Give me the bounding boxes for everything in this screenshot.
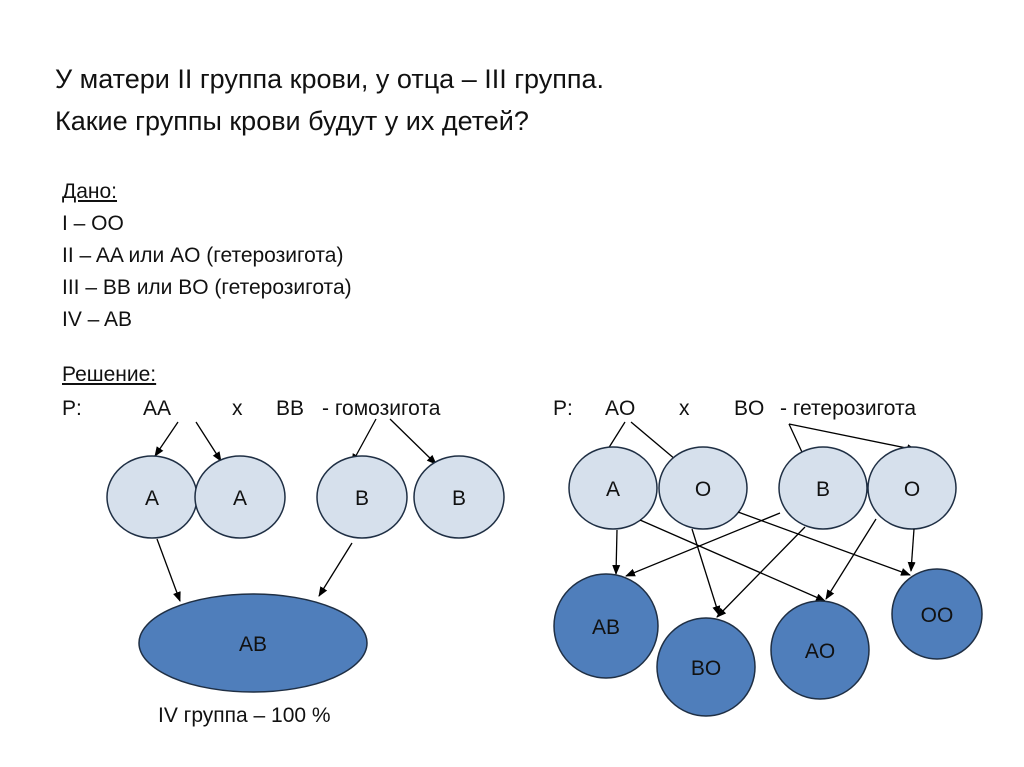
left-offspring: AB	[138, 593, 368, 693]
offspring-label: AB	[239, 633, 267, 656]
gamete-label: B	[816, 478, 830, 501]
offspring-circle	[891, 568, 983, 660]
arrow-bb-to-b2	[389, 418, 437, 465]
given-line-1: I – OO	[62, 212, 124, 235]
right-cross-symbol: x	[679, 397, 690, 420]
offspring-label: BO	[691, 657, 721, 680]
offspring-circle	[770, 600, 870, 700]
arrow-o-to-oo	[907, 528, 916, 572]
given-line-3: III – BB или BO (гетерозигота)	[62, 276, 352, 299]
left-cross-symbol: x	[232, 397, 243, 420]
gamete-circle	[316, 455, 408, 539]
gamete-label: O	[904, 478, 920, 501]
gamete-circle	[867, 446, 957, 530]
right-note: - гетерозигота	[780, 397, 916, 420]
left-result: IV группа – 100 %	[158, 704, 331, 727]
given-label: Дано:	[62, 180, 118, 203]
arrow-o-to-oo	[737, 511, 911, 576]
gamete-label: A	[606, 478, 620, 501]
gamete-label: B	[355, 487, 369, 510]
gamete-label: A	[233, 487, 247, 510]
gamete-label: B	[452, 487, 466, 510]
left-cross: P: AA x BB - гомозигота	[62, 397, 441, 420]
arrow-a-to-ao	[639, 519, 826, 602]
offspring-label: OO	[921, 604, 954, 627]
left-offspring-arrows	[156, 538, 353, 602]
problem-line-2: Какие группы крови будут у их детей?	[55, 106, 529, 136]
offspring-circle	[553, 573, 659, 679]
solution-label: Решение:	[62, 363, 157, 386]
gamete-label: A	[145, 487, 159, 510]
left-mother-genotype: AA	[143, 397, 171, 420]
offspring-circle	[656, 617, 756, 717]
offspring-ellipse	[138, 593, 368, 693]
gamete-circle	[778, 446, 868, 530]
gamete-circle	[568, 446, 658, 530]
right-mother-genotype: AO	[605, 397, 635, 420]
gamete-circle	[194, 455, 286, 539]
left-father-genotype: BB	[276, 397, 304, 420]
arrow-bo-to-o	[788, 423, 917, 453]
right-father-genotype: BO	[734, 397, 764, 420]
left-p-label: P:	[62, 397, 82, 420]
offspring-label: AO	[805, 640, 835, 663]
right-parent-arrows	[602, 421, 917, 466]
arrow-b-to-ab	[318, 542, 353, 597]
gamete-circle	[658, 446, 748, 530]
left-gametes: A A B B	[106, 455, 505, 539]
right-offspring-arrows	[612, 511, 916, 618]
left-note: - гомозигота	[322, 397, 441, 420]
right-p-label: P:	[553, 397, 573, 420]
given-line-2: II – AA или AO (гетерозигота)	[62, 244, 344, 267]
gamete-circle	[413, 455, 505, 539]
right-cross: P: AO x BO - гетерозигота	[553, 397, 916, 420]
arrow-b-to-ab	[625, 512, 781, 577]
gamete-label: O	[695, 478, 711, 501]
offspring-label: AB	[592, 616, 620, 639]
given-block: Дано: I – OO II – AA или AO (гетерозигот…	[62, 176, 352, 336]
right-offspring: AB BO AO OO	[553, 568, 983, 717]
arrow-a-to-ab	[156, 538, 181, 602]
right-gametes: A O B O	[568, 446, 957, 530]
problem-line-1: У матери II группа крови, у отца – III г…	[55, 64, 605, 94]
arrow-aa-to-a2	[195, 421, 222, 462]
problem-statement: У матери II группа крови, у отца – III г…	[55, 58, 604, 142]
arrow-b-to-bo	[716, 526, 806, 618]
left-parent-arrows	[154, 418, 437, 465]
arrow-a-to-ab	[612, 529, 621, 575]
arrow-o-to-ao	[825, 518, 877, 600]
given-line-4: IV – AB	[62, 308, 133, 331]
arrow-o-to-bo	[691, 528, 721, 616]
arrow-aa-to-a1	[154, 421, 179, 457]
